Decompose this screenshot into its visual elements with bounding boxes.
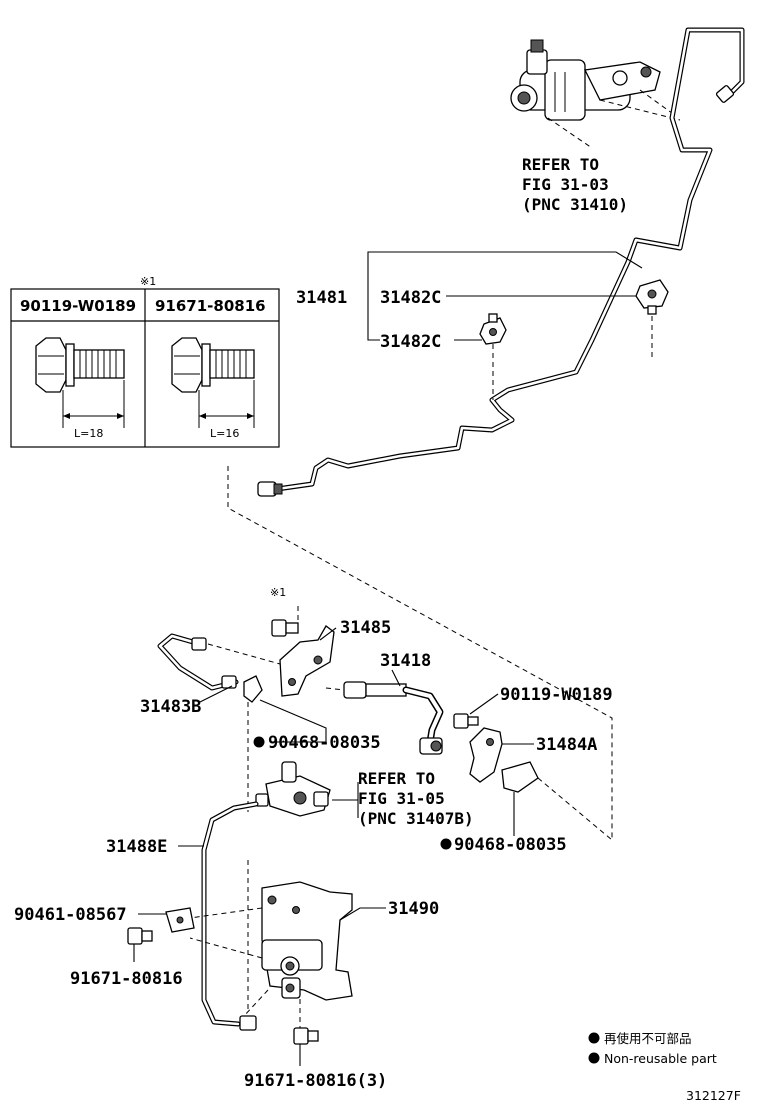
reference-note-middle-line1: REFER TO xyxy=(358,769,435,788)
table-col1-part: 90119-W0189 xyxy=(20,297,136,315)
part-label-90461: 90461-08567 xyxy=(14,905,127,925)
figure-id: 312127F xyxy=(686,1088,741,1103)
bracket-31490 xyxy=(261,881,353,1001)
part-label-90468-left: 90468-08035 xyxy=(268,733,381,753)
reference-note-middle-line2: FIG 31-05 xyxy=(358,789,445,808)
part-label-31481: 31481 xyxy=(296,288,347,308)
legend-text-jp: 再使用不可部品 xyxy=(604,1031,692,1046)
bolt-91671-left xyxy=(127,927,153,945)
clutch-hose-31418 xyxy=(343,681,444,755)
pipe-clamp-31482c-upper xyxy=(635,279,669,315)
clutch-pipe-31481 xyxy=(257,27,745,497)
reference-note-top-line2: FIG 31-03 xyxy=(522,175,609,194)
bracket-31485 xyxy=(279,625,335,697)
table-marker: ※1 xyxy=(140,275,156,288)
part-label-31485: 31485 xyxy=(340,618,391,638)
clip-90468-right xyxy=(501,761,539,793)
non-reusable-dot-90468-left xyxy=(253,736,265,748)
clutch-pipe-31483b xyxy=(157,633,239,691)
table-col1-length: L=18 xyxy=(74,427,103,440)
reference-note-top-line3: (PNC 31410) xyxy=(522,195,628,214)
reference-note-middle-line3: (PNC 31407B) xyxy=(358,809,474,828)
part-label-31488e: 31488E xyxy=(106,837,167,857)
clutch-pipe-31488e xyxy=(201,801,259,1031)
table-col2-part: 91671-80816 xyxy=(155,297,266,315)
table-col2-length: L=16 xyxy=(210,427,239,440)
pipe-clamp-31482c-lower xyxy=(479,313,507,345)
part-label-31490: 31490 xyxy=(388,899,439,919)
part-label-91671-left: 91671-80816 xyxy=(70,969,183,989)
part-label-31483b: 31483B xyxy=(140,697,201,717)
bolt-callout-mark: ※1 xyxy=(270,586,286,599)
clip-90461-08567 xyxy=(165,907,195,933)
legend: 再使用不可部品 Non-reusable part xyxy=(588,1031,717,1066)
clutch-master-cylinder-illustration xyxy=(510,39,661,121)
bolt-callout-1 xyxy=(271,619,299,637)
part-label-90119-w0189: 90119-W0189 xyxy=(500,685,613,705)
legend-dot-en xyxy=(588,1052,600,1064)
clip-90468-left xyxy=(243,675,263,703)
reference-note-top-line1: REFER TO xyxy=(522,155,599,174)
bolt-90119-w0189 xyxy=(453,713,479,729)
part-label-31418: 31418 xyxy=(380,651,431,671)
bolt-length-table: ※1 90119-W0189 91671-80816 L=18 xyxy=(10,275,280,448)
clutch-valve-illustration xyxy=(255,761,331,817)
legend-text-en: Non-reusable part xyxy=(604,1051,717,1066)
bolt-91671-bottom xyxy=(293,1027,319,1045)
part-label-91671-bottom: 91671-80816(3) xyxy=(244,1071,387,1091)
part-label-31482c-bottom: 31482C xyxy=(380,332,441,352)
part-label-31482c-top: 31482C xyxy=(380,288,441,308)
bolt-icon-l16 xyxy=(171,337,255,428)
part-label-31484a: 31484A xyxy=(536,735,597,755)
legend-dot-jp xyxy=(588,1032,600,1044)
bracket-31484a xyxy=(469,727,503,783)
part-label-90468-right: 90468-08035 xyxy=(454,835,567,855)
bolt-icon-l18 xyxy=(35,337,125,428)
non-reusable-dot-90468-right xyxy=(440,838,452,850)
